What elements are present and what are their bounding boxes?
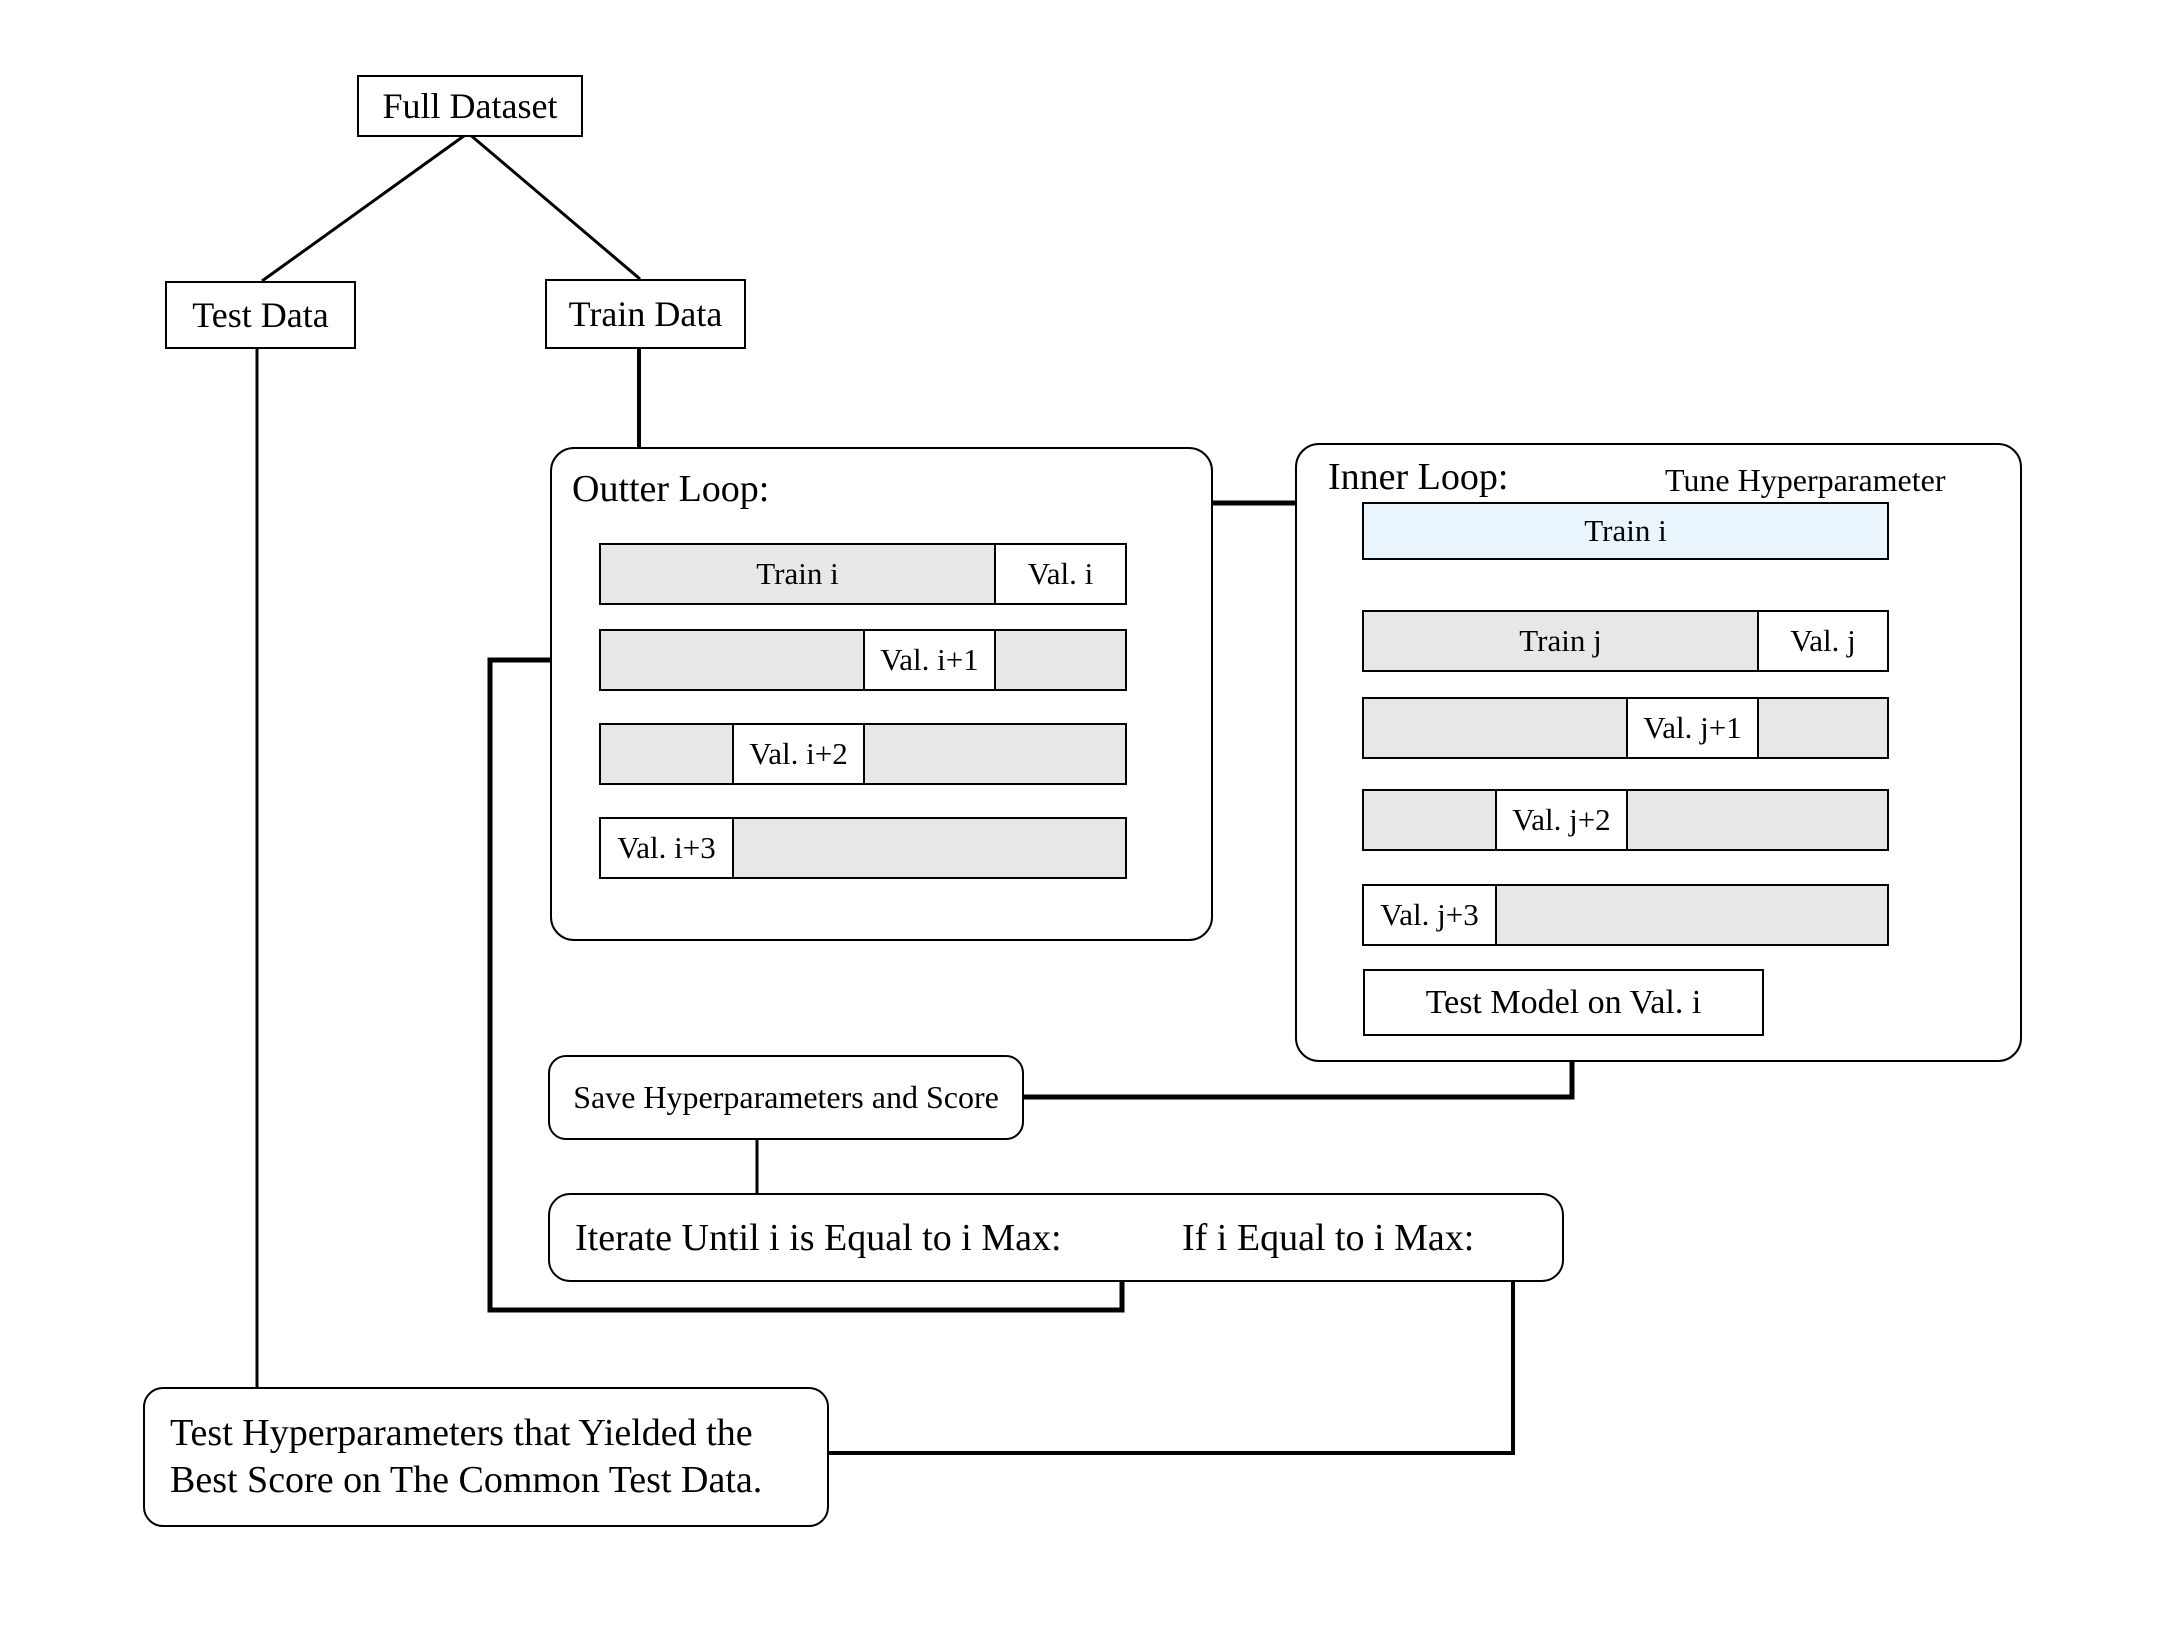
inner-row2-gray-right bbox=[1756, 699, 1887, 757]
outer-fold-row-3: Val. i+2 bbox=[599, 723, 1127, 785]
inner-train-i-segment: Train i bbox=[1364, 504, 1887, 558]
inner-val-j3-label: Val. j+3 bbox=[1380, 897, 1479, 932]
inner-train-j-segment: Train j bbox=[1364, 612, 1757, 670]
inner-fold-row-4: Val. j+3 bbox=[1362, 884, 1889, 946]
inner-loop-title: Inner Loop: bbox=[1328, 456, 1509, 498]
inner-fold-row-1: Train j Val. j bbox=[1362, 610, 1889, 672]
outer-val-i2-label: Val. i+2 bbox=[749, 736, 848, 771]
inner-fold-row-3: Val. j+2 bbox=[1362, 789, 1889, 851]
outer-val-i-segment: Val. i bbox=[993, 545, 1125, 603]
iterate-condition-box: Iterate Until i is Equal to i Max: If i … bbox=[548, 1193, 1564, 1282]
inner-val-j2-label: Val. j+2 bbox=[1512, 802, 1611, 837]
test-model-label: Test Model on Val. i bbox=[1425, 983, 1702, 1021]
test-data-label: Test Data bbox=[192, 295, 329, 335]
outer-val-i-label: Val. i bbox=[1027, 556, 1094, 591]
outer-loop-title: Outter Loop: bbox=[572, 468, 770, 510]
train-data-box: Train Data bbox=[545, 279, 746, 349]
outer-val-i1-label: Val. i+1 bbox=[880, 642, 979, 677]
outer-row2-gray-right bbox=[993, 631, 1125, 689]
iterate-until-label: Iterate Until i is Equal to i Max: bbox=[575, 1216, 1062, 1259]
outer-row3-gray-right bbox=[863, 725, 1125, 783]
outer-train-i-label: Train i bbox=[756, 556, 839, 591]
inner-train-i-bar: Train i bbox=[1362, 502, 1889, 560]
inner-val-j1-label: Val. j+1 bbox=[1643, 710, 1742, 745]
inner-row3-gray-right bbox=[1625, 791, 1887, 849]
test-hyperparameters-line2: Best Score on The Common Test Data. bbox=[170, 1459, 763, 1501]
train-data-label: Train Data bbox=[568, 294, 723, 334]
edge-fulldataset-testdata bbox=[261, 131, 469, 283]
inner-val-j3-segment: Val. j+3 bbox=[1364, 886, 1495, 944]
test-hyperparameters-line1: Test Hyperparameters that Yielded the bbox=[170, 1412, 753, 1454]
outer-val-i3-segment: Val. i+3 bbox=[601, 819, 732, 877]
outer-fold-row-4: Val. i+3 bbox=[599, 817, 1127, 879]
inner-row2-gray-left bbox=[1364, 699, 1626, 757]
outer-val-i3-label: Val. i+3 bbox=[617, 830, 716, 865]
inner-val-j-label: Val. j bbox=[1790, 623, 1856, 658]
inner-row4-gray-right bbox=[1495, 886, 1887, 944]
inner-row3-gray-left bbox=[1364, 791, 1495, 849]
test-hyperparameters-box: Test Hyperparameters that Yielded the Be… bbox=[143, 1387, 829, 1527]
inner-train-j-label: Train j bbox=[1519, 623, 1602, 658]
edge-fulldataset-traindata bbox=[467, 131, 641, 281]
inner-fold-row-2: Val. j+1 bbox=[1362, 697, 1889, 759]
outer-row4-gray-right bbox=[732, 819, 1125, 877]
outer-fold-row-2: Val. i+1 bbox=[599, 629, 1127, 691]
save-hyperparameters-label: Save Hyperparameters and Score bbox=[573, 1079, 999, 1115]
outer-row2-gray-left bbox=[601, 631, 863, 689]
if-equal-label: If i Equal to i Max: bbox=[1182, 1216, 1475, 1259]
outer-val-i2-segment: Val. i+2 bbox=[732, 725, 863, 783]
outer-val-i1-segment: Val. i+1 bbox=[862, 631, 994, 689]
inner-val-j2-segment: Val. j+2 bbox=[1494, 791, 1626, 849]
test-data-box: Test Data bbox=[165, 281, 356, 349]
test-model-box: Test Model on Val. i bbox=[1363, 969, 1764, 1036]
save-hyperparameters-box: Save Hyperparameters and Score bbox=[548, 1055, 1024, 1140]
inner-val-j1-segment: Val. j+1 bbox=[1625, 699, 1757, 757]
full-dataset-box: Full Dataset bbox=[357, 75, 583, 137]
inner-val-j-segment: Val. j bbox=[1756, 612, 1887, 670]
outer-train-i-segment: Train i bbox=[601, 545, 994, 603]
outer-fold-row-1: Train i Val. i bbox=[599, 543, 1127, 605]
outer-row3-gray-left bbox=[601, 725, 732, 783]
full-dataset-label: Full Dataset bbox=[382, 86, 558, 126]
inner-train-i-label: Train i bbox=[1584, 513, 1667, 548]
inner-loop-subtitle: Tune Hyperparameter bbox=[1665, 462, 1946, 498]
